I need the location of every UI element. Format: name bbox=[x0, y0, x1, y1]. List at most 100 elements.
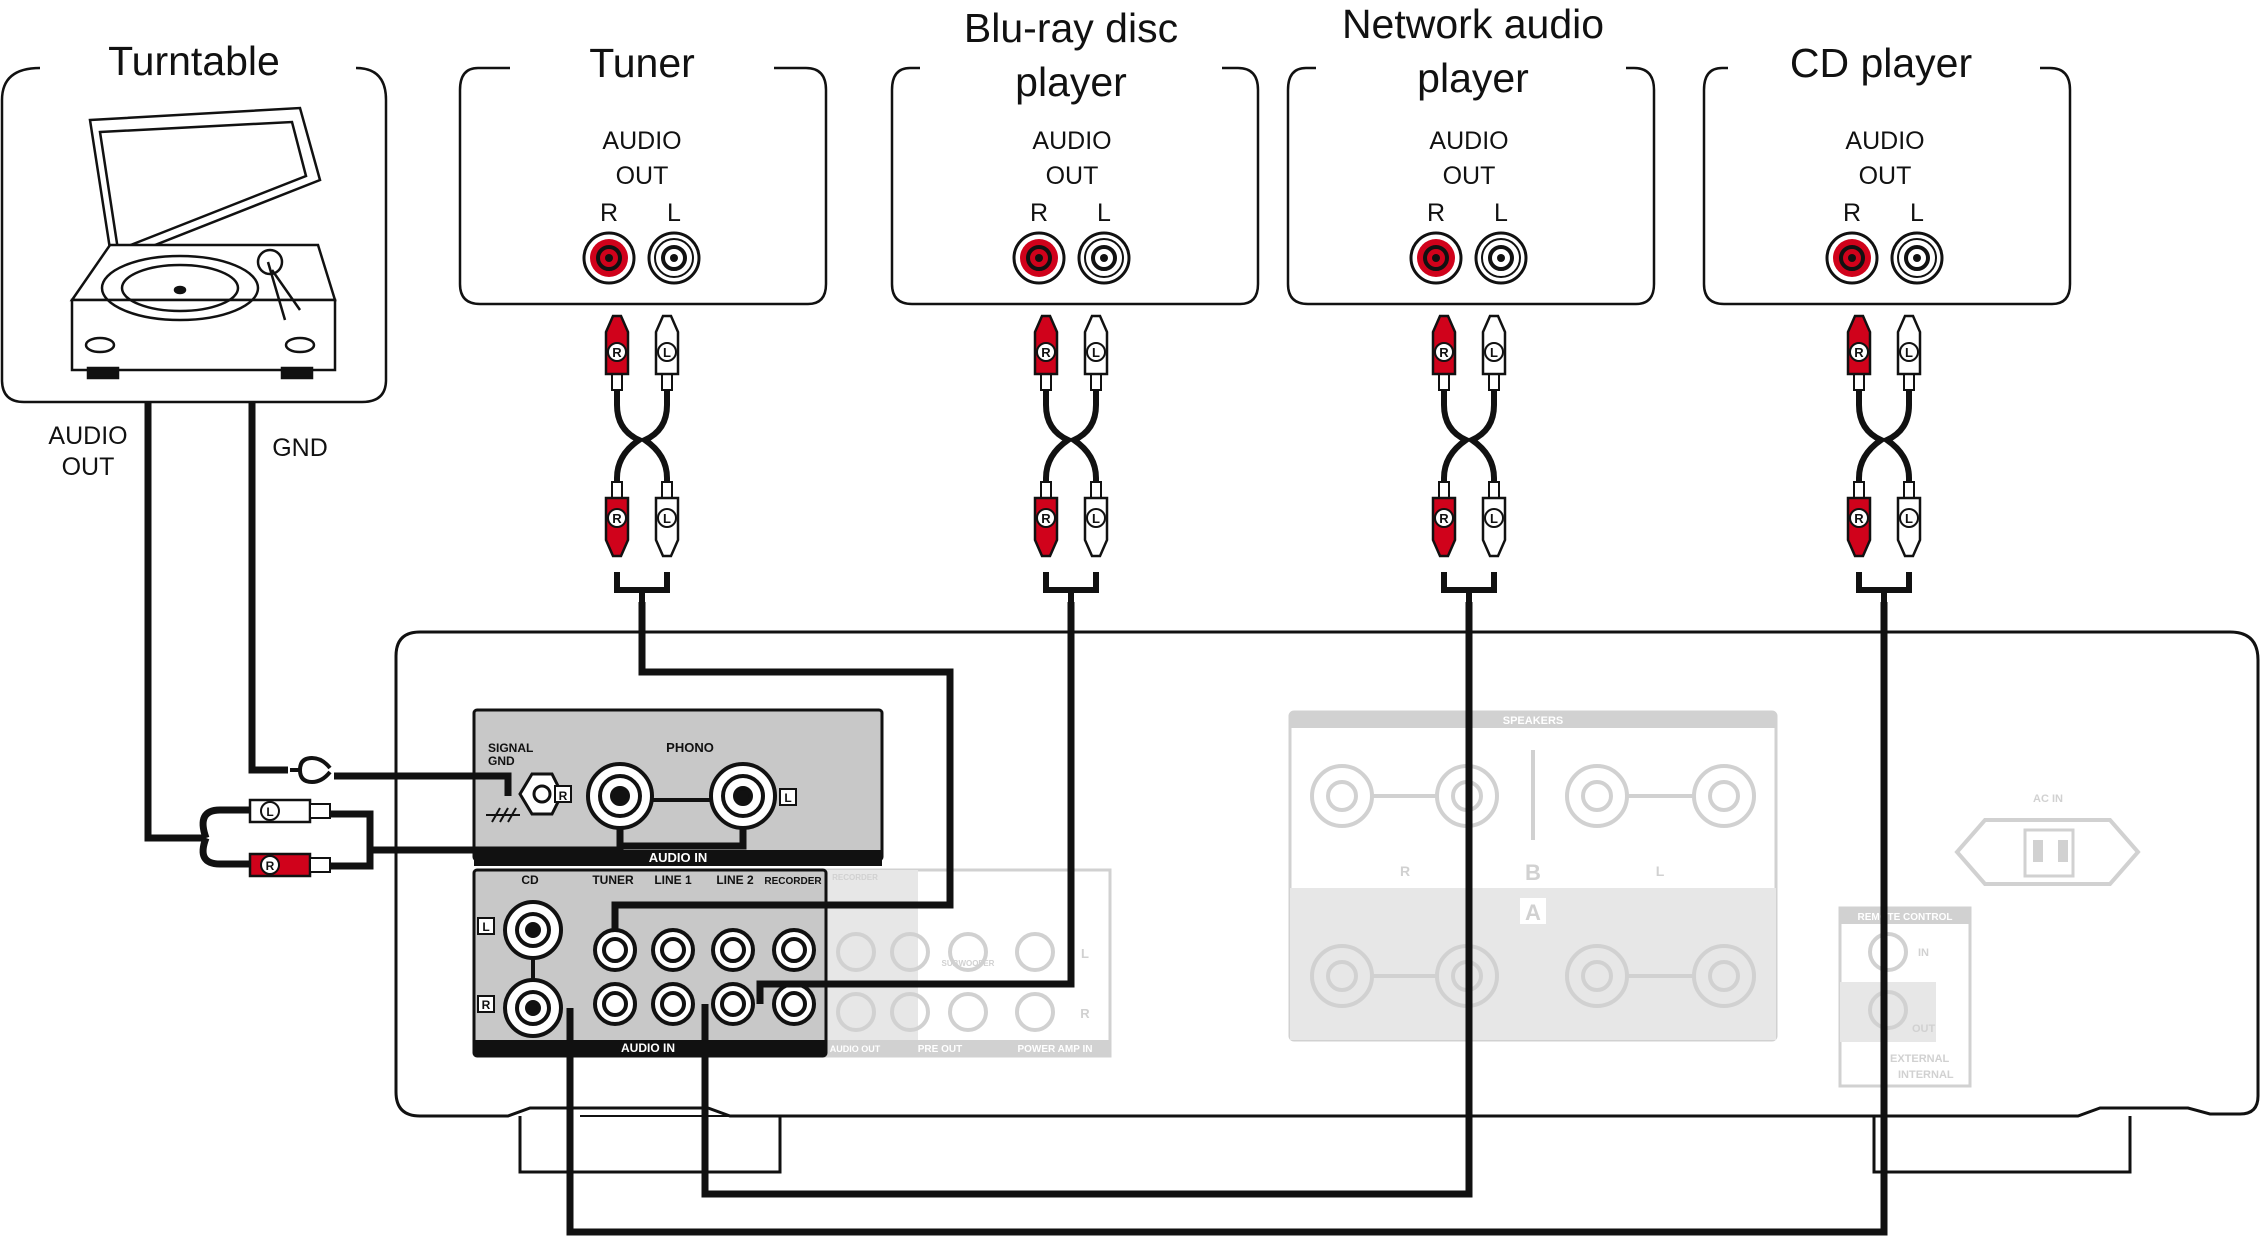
cd-l-jack bbox=[503, 900, 563, 960]
plug-r-letter: R bbox=[1041, 511, 1051, 526]
rca-plug-r: R bbox=[1431, 314, 1457, 391]
speaker-b-l-label: L bbox=[1656, 863, 1665, 879]
phono-r-jack bbox=[586, 762, 654, 830]
jack-r-label: R bbox=[600, 199, 618, 227]
recorder-l-jack bbox=[772, 928, 816, 972]
line2-input-label: LINE 2 bbox=[716, 873, 754, 887]
line2-r-jack bbox=[711, 982, 755, 1026]
signal-gnd-label-2: GND bbox=[488, 754, 515, 768]
speaker-a-label: A bbox=[1525, 900, 1541, 925]
plug-r-letter: R bbox=[1439, 345, 1449, 360]
jack-l-label: L bbox=[1097, 199, 1111, 227]
phono-input-panel: AUDIO IN SIGNAL GND PHONO R L bbox=[472, 708, 884, 866]
power-amp-in-label: POWER AMP IN bbox=[1017, 1044, 1092, 1055]
rca-plug-r: R bbox=[1846, 314, 1872, 391]
line-input-panel: AUDIO IN CD TUNER LINE 1 LINE 2 RECORDER… bbox=[472, 868, 828, 1058]
audio-out-label: AUDIO bbox=[1032, 127, 1111, 155]
rca-plug-r: R bbox=[604, 481, 630, 558]
phono-l-label: L bbox=[784, 791, 791, 805]
recorder-input-label: RECORDER bbox=[764, 876, 822, 887]
rca-plug-r: R bbox=[1846, 481, 1872, 558]
cd-player-box: CD player AUDIO OUT R L bbox=[1702, 40, 2072, 306]
rca-cable-pair: R L R L bbox=[604, 314, 680, 602]
jack-l-label: L bbox=[1494, 199, 1508, 227]
bluray-title-line1: Blu-ray disc bbox=[964, 5, 1178, 51]
jack-r bbox=[1825, 231, 1879, 285]
rca-cable-pair: R L R L bbox=[1846, 314, 1922, 602]
jack-r bbox=[1012, 231, 1066, 285]
jack-r bbox=[582, 231, 636, 285]
bluray-box: Blu-ray disc player AUDIO OUT R L bbox=[890, 5, 1260, 306]
jack-r-label: R bbox=[1030, 199, 1048, 227]
ac-in-label: AC IN bbox=[2033, 793, 2063, 805]
line-audio-in-label: AUDIO IN bbox=[621, 1041, 675, 1055]
network-player-box: Network audio player AUDIO OUT R L bbox=[1286, 1, 1656, 306]
plug-l-letter: L bbox=[1092, 345, 1100, 360]
plug-r-letter: R bbox=[1041, 345, 1051, 360]
plug-l-letter: L bbox=[1092, 511, 1100, 526]
plug-r-letter: R bbox=[266, 859, 275, 873]
jack-l bbox=[647, 231, 701, 285]
jack-r-label: R bbox=[1427, 199, 1445, 227]
cable-routes bbox=[144, 402, 1888, 1236]
plug-l-letter: L bbox=[1490, 345, 1498, 360]
rca-plug-l: L bbox=[654, 481, 680, 558]
bluray-title-line2: player bbox=[1015, 59, 1127, 105]
turntable-box: Turntable bbox=[0, 38, 388, 404]
remote-external-label: EXTERNAL bbox=[1890, 1053, 1950, 1065]
cd-l-label: L bbox=[482, 920, 489, 934]
turntable-audio-out-label: AUDIO bbox=[48, 422, 127, 450]
plug-l-letter: L bbox=[1905, 511, 1913, 526]
network-title-line1: Network audio bbox=[1342, 1, 1604, 47]
tuner-title: Tuner bbox=[589, 40, 695, 86]
turntable-r-plug: R bbox=[248, 852, 331, 878]
audio-out-label: AUDIO bbox=[1845, 127, 1924, 155]
remote-internal-label: INTERNAL bbox=[1898, 1069, 1954, 1081]
rca-plug-l: L bbox=[1896, 481, 1922, 558]
plug-l-letter: L bbox=[663, 345, 671, 360]
rca-plug-r: R bbox=[1033, 314, 1059, 391]
audio-out-label-2: OUT bbox=[1859, 162, 1912, 190]
turntable-title: Turntable bbox=[108, 38, 280, 84]
plug-l-letter: L bbox=[266, 805, 273, 819]
pre-out-label: PRE OUT bbox=[918, 1044, 962, 1055]
tuner-input-label: TUNER bbox=[592, 873, 634, 887]
line1-r-jack bbox=[651, 982, 695, 1026]
speaker-b-r-label: R bbox=[1400, 863, 1410, 879]
rca-plug-r: R bbox=[604, 314, 630, 391]
faded-sections: SPEAKERS B A R L bbox=[823, 710, 2141, 1088]
audio-out-label: AUDIO bbox=[1429, 127, 1508, 155]
turntable-audio-out-label-2: OUT bbox=[62, 453, 115, 481]
jack-l-label: L bbox=[667, 199, 681, 227]
plug-r-letter: R bbox=[612, 345, 622, 360]
speaker-b-label: B bbox=[1525, 860, 1541, 885]
signal-gnd-label: SIGNAL bbox=[488, 741, 533, 755]
rca-plug-r: R bbox=[1431, 481, 1457, 558]
recorder-small-label: RECORDER bbox=[832, 873, 878, 882]
remote-out-label: OUT bbox=[1912, 1023, 1936, 1035]
plug-l-letter: L bbox=[663, 511, 671, 526]
turntable-plugs: L R bbox=[248, 755, 332, 878]
network-title-line2: player bbox=[1417, 55, 1529, 101]
audio-out-label-2: OUT bbox=[1046, 162, 1099, 190]
phono-l-jack bbox=[709, 762, 777, 830]
cd-player-title: CD player bbox=[1790, 40, 1972, 86]
jack-r bbox=[1409, 231, 1463, 285]
turntable-l-plug: L bbox=[248, 798, 331, 824]
plug-l-letter: L bbox=[1905, 345, 1913, 360]
pre-out-l-label: L bbox=[1081, 946, 1089, 961]
rca-plug-l: L bbox=[1083, 481, 1109, 558]
tuner-l-jack bbox=[593, 928, 637, 972]
jack-l bbox=[1890, 231, 1944, 285]
jack-r-label: R bbox=[1843, 199, 1861, 227]
plug-r-letter: R bbox=[1439, 511, 1449, 526]
jack-l-label: L bbox=[1910, 199, 1924, 227]
line2-l-jack bbox=[711, 928, 755, 972]
remote-control-label: REMOTE CONTROL bbox=[1858, 912, 1953, 923]
rca-cable-pair: R L R L bbox=[1033, 314, 1109, 602]
turntable-gnd-label: GND bbox=[272, 434, 328, 462]
rca-plug-l: L bbox=[1896, 314, 1922, 391]
